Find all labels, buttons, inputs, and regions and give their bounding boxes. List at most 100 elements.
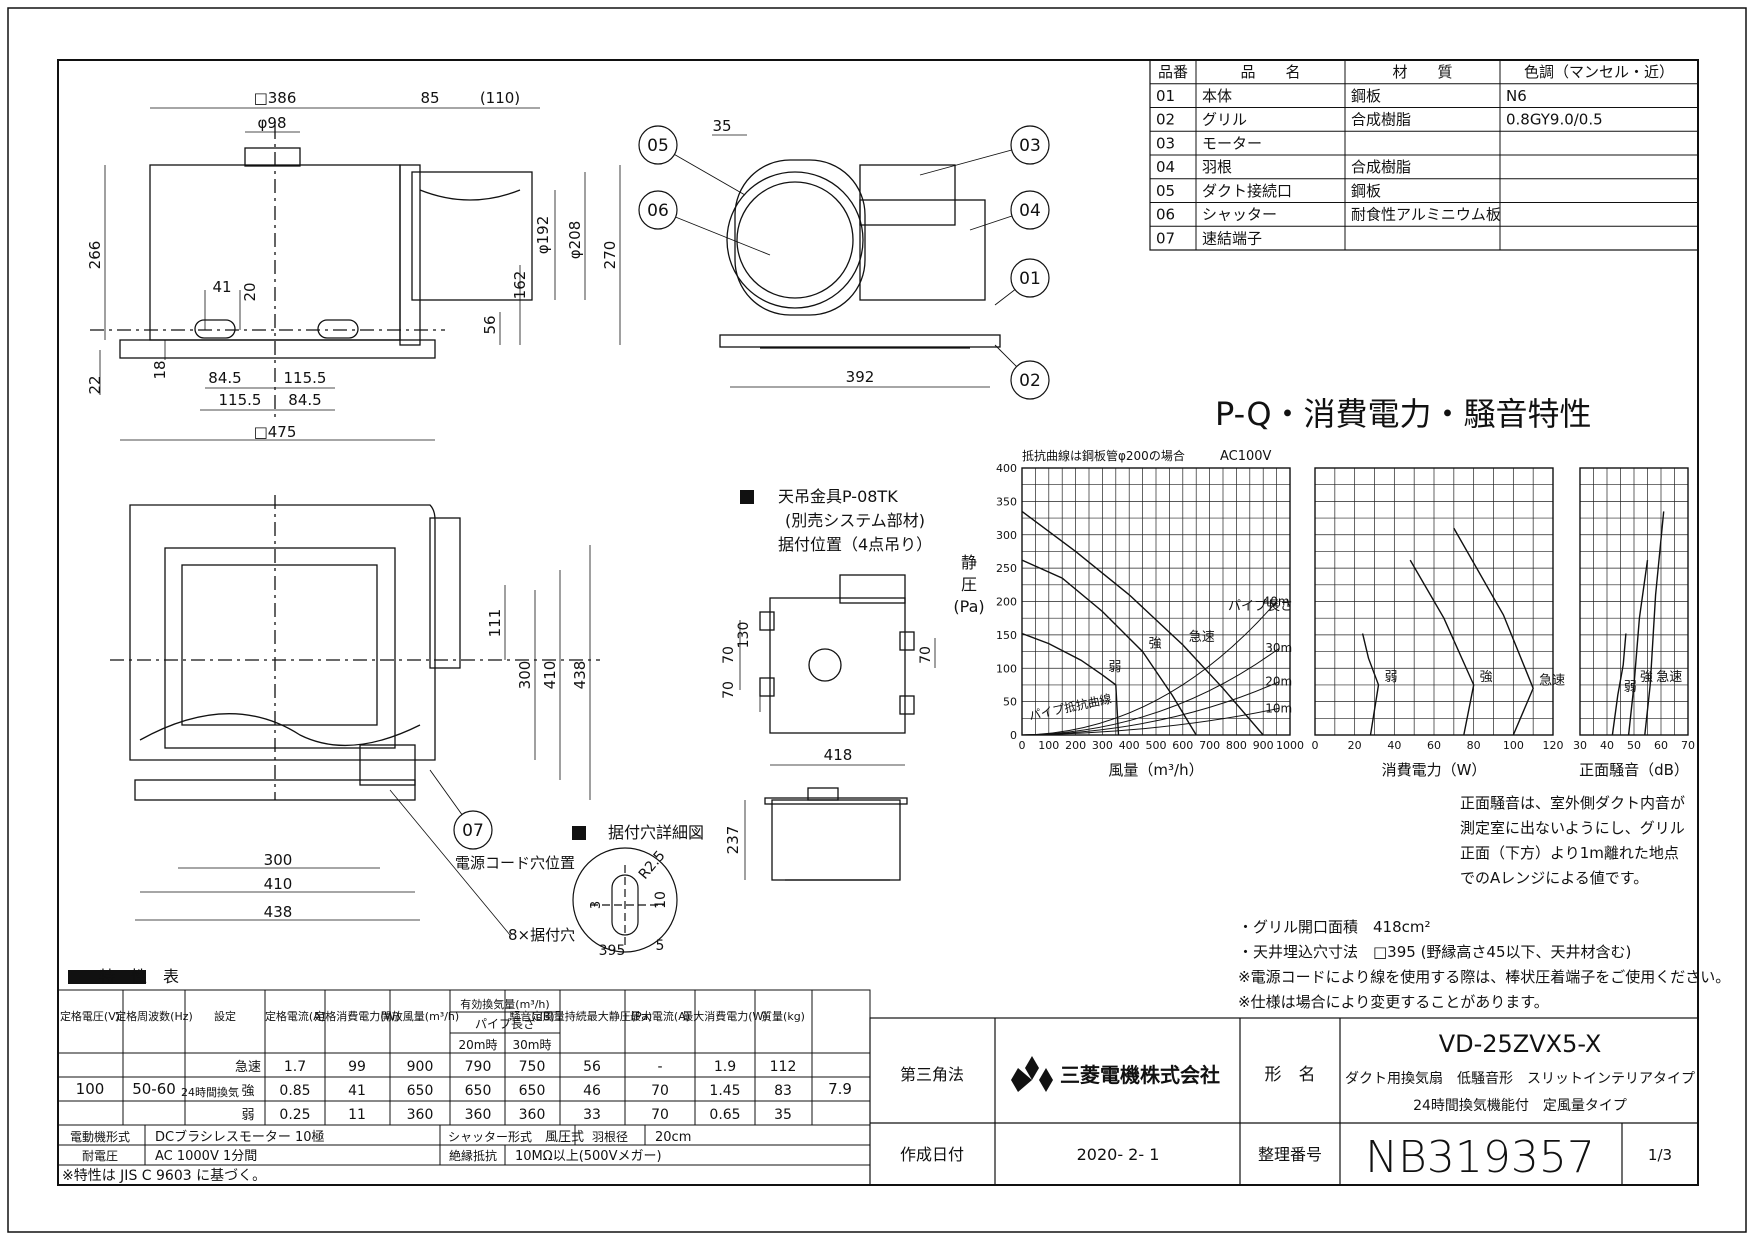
dimension-label: 392 bbox=[846, 368, 875, 386]
motor-value: DCブラシレスモーター 10極 bbox=[155, 1129, 325, 1145]
dimension-label: 5 bbox=[656, 938, 665, 954]
parts-table-cell: グリル bbox=[1202, 111, 1247, 129]
callout-circle bbox=[1010, 125, 1050, 165]
spec-header: 最大電流(A) bbox=[630, 1009, 690, 1023]
resistance-note: 抵抗曲線は鋼板管φ200の場合 bbox=[1022, 448, 1185, 463]
dimension-label: (110) bbox=[480, 89, 520, 107]
dimension-label: 130 bbox=[736, 622, 752, 649]
x-tick-label: 1000 bbox=[1276, 739, 1304, 752]
callout-number: 02 bbox=[1019, 371, 1041, 391]
callout-number: 06 bbox=[647, 201, 669, 221]
series-label: 急速 bbox=[1656, 670, 1682, 685]
x-tick-label: 40 bbox=[1387, 739, 1401, 752]
x-tick-label: 120 bbox=[1543, 739, 1564, 752]
callout-leader bbox=[657, 209, 771, 256]
dimension-label: 410 bbox=[264, 875, 293, 893]
callout-number: 05 bbox=[647, 136, 669, 156]
series-label: 急速 bbox=[1189, 630, 1215, 645]
parts-table-cell: 01 bbox=[1156, 87, 1175, 105]
hole-detail bbox=[572, 847, 678, 953]
spec-header: 定格電流(A) bbox=[265, 1009, 325, 1023]
x-tick-label: 40 bbox=[1600, 739, 1614, 752]
model-description: ダクト用換気扇 低騒音形 スリットインテリアタイプ bbox=[1345, 1070, 1695, 1087]
bottom-view-dims bbox=[135, 545, 591, 921]
series-label: 弱 bbox=[1624, 680, 1637, 695]
y-tick-label: 0 bbox=[1010, 729, 1017, 742]
x-tick-label: 60 bbox=[1427, 739, 1441, 752]
callout-circle bbox=[638, 125, 678, 165]
dimension-label: 300 bbox=[516, 661, 534, 690]
model-label: 形 名 bbox=[1265, 1065, 1316, 1085]
date-label: 作成日付 bbox=[900, 1145, 964, 1164]
spec-header: 設定 bbox=[214, 1009, 236, 1023]
insulation-value: 10MΩ以上(500Vメガー) bbox=[515, 1149, 662, 1164]
y-tick-label: 50 bbox=[1003, 696, 1017, 709]
dimension-label: 438 bbox=[571, 661, 589, 690]
company-name: 三菱電機株式会社 bbox=[1060, 1063, 1220, 1087]
x-tick-label: 30 bbox=[1573, 739, 1587, 752]
parts-table-cell: 06 bbox=[1156, 206, 1175, 224]
x-axis-label: 風量（m³/h） bbox=[1108, 761, 1203, 779]
series-line bbox=[1453, 527, 1534, 736]
sheet-number: 1/3 bbox=[1648, 1146, 1672, 1164]
spec-cell: 33 bbox=[583, 1107, 601, 1123]
hanger-subtitle: (別売システム部材) bbox=[785, 511, 925, 530]
callout-circle bbox=[1010, 190, 1050, 230]
series-line bbox=[1021, 632, 1120, 736]
note-line: ・天井埋込穴寸法 □395 (野縁高さ45以下、天井材含む) bbox=[1238, 943, 1631, 961]
x-tick-label: 300 bbox=[1092, 739, 1113, 752]
x-tick-label: 20 bbox=[1348, 739, 1362, 752]
withstand-value: AC 1000V 1分間 bbox=[155, 1149, 257, 1164]
dimension-label: 270 bbox=[601, 241, 619, 270]
spec-cell: 46 bbox=[583, 1083, 601, 1099]
noise-note-line: 測定室に出ないようにし、グリル bbox=[1460, 819, 1685, 837]
x-tick-label: 0 bbox=[1019, 739, 1026, 752]
callout-circle bbox=[638, 190, 678, 230]
resistance-curve bbox=[1021, 647, 1280, 736]
top-view bbox=[90, 125, 533, 420]
plot-frame bbox=[1579, 467, 1689, 736]
parts-table-cell: 07 bbox=[1156, 229, 1175, 247]
dimension-label: □475 bbox=[254, 423, 297, 441]
mode-group-label: 24時間換気 bbox=[181, 1085, 239, 1099]
x-tick-label: 600 bbox=[1172, 739, 1193, 752]
motor-label: 電動機形式 bbox=[70, 1129, 130, 1144]
dimension-label: 20 bbox=[241, 282, 259, 301]
dimension-label: 237 bbox=[724, 826, 742, 855]
x-tick-label: 100 bbox=[1038, 739, 1059, 752]
dimension-label: 418 bbox=[824, 746, 853, 764]
parts-table-cell: 鋼板 bbox=[1351, 87, 1381, 105]
spec-cell: 11 bbox=[348, 1107, 366, 1123]
dimension-label: φ98 bbox=[258, 114, 287, 132]
creation-date: 2020- 2- 1 bbox=[1077, 1145, 1160, 1164]
series-label: 弱 bbox=[1384, 670, 1397, 685]
parts-table-cell: 羽根 bbox=[1202, 158, 1232, 176]
y-tick-label: 200 bbox=[996, 596, 1017, 609]
series-line bbox=[1361, 633, 1380, 736]
mode-label: 急速 bbox=[235, 1060, 261, 1075]
spec-cell: 70 bbox=[651, 1107, 669, 1123]
hole-detail-title: 据付穴詳細図 bbox=[608, 823, 704, 842]
spec-cell: 1.9 bbox=[714, 1059, 736, 1075]
model-description: 24時間換気機能付 定風量タイプ bbox=[1413, 1098, 1627, 1114]
parts-table-cell: 0.8GY9.0/0.5 bbox=[1506, 111, 1603, 129]
callout-number: 04 bbox=[1019, 201, 1041, 221]
series-line bbox=[1627, 560, 1649, 736]
dimension-label: 115.5 bbox=[284, 369, 327, 387]
dimension-label: 84.5 bbox=[208, 369, 241, 387]
spec-header: 最大消費電力(W) bbox=[682, 1009, 767, 1023]
spec-cell: 900 bbox=[407, 1059, 434, 1075]
spec-header: 質量(kg) bbox=[761, 1009, 805, 1023]
callout-number: 07 bbox=[462, 821, 484, 841]
company-logo-icon bbox=[1011, 1056, 1053, 1092]
side-view bbox=[719, 159, 1001, 349]
noise-note-line: 正面騒音は、室外側ダクト内音が bbox=[1460, 794, 1685, 812]
withstand-label: 耐電圧 bbox=[82, 1149, 118, 1163]
spec-cell: 1.7 bbox=[284, 1059, 306, 1075]
dimension-label: 111 bbox=[486, 609, 504, 638]
pipe-col-header: 20m時 bbox=[459, 1038, 498, 1052]
